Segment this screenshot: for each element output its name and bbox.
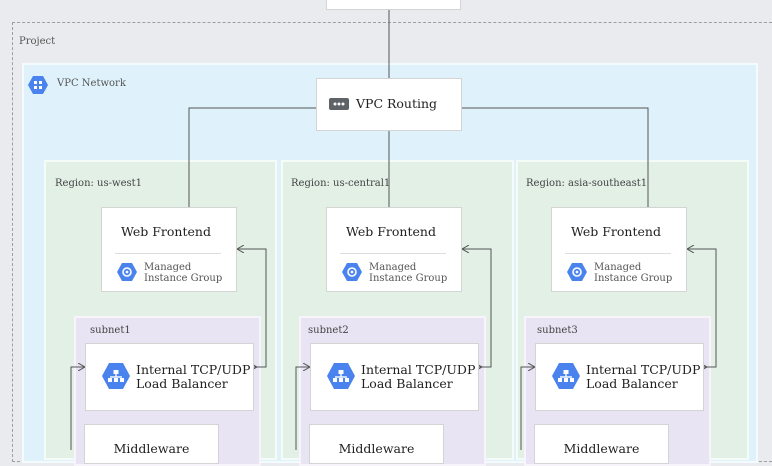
load-balancer-line1: Internal TCP/UDP	[361, 362, 476, 377]
region-label: Region: us-central1	[291, 178, 391, 189]
external-node	[326, 0, 461, 10]
instance-group-label: Managed Instance Group	[369, 262, 447, 284]
instance-group-line1: Managed	[369, 262, 417, 273]
separator	[115, 253, 221, 254]
instance-group-line2: Instance Group	[594, 273, 673, 284]
project-label: Project	[19, 36, 56, 47]
separator	[565, 253, 671, 254]
routing-link-west	[188, 107, 316, 207]
web-frontend-title: Web Frontend	[121, 224, 211, 239]
middleware-label: Middleware	[113, 441, 190, 456]
region-label: Region: asia-southeast1	[526, 178, 648, 189]
region-label: Region: us-west1	[55, 178, 142, 189]
mw-to-lb-west	[70, 367, 85, 450]
instance-group-label: Managed Instance Group	[594, 262, 672, 284]
instance-group-line2: Instance Group	[369, 273, 448, 284]
instance-group-label: Managed Instance Group	[144, 262, 222, 284]
subnet-label: subnet1	[90, 325, 131, 336]
load-balancer-line2: Load Balancer	[136, 376, 228, 391]
lb-to-frontend-central	[462, 249, 492, 368]
load-balancer-label: Internal TCP/UDP Load Balancer	[586, 363, 700, 391]
load-balancer-label: Internal TCP/UDP Load Balancer	[136, 363, 250, 391]
web-frontend-title: Web Frontend	[346, 224, 436, 239]
lb-to-frontend-asia	[687, 249, 717, 368]
subnet-label: subnet3	[537, 325, 578, 336]
load-balancer-line1: Internal TCP/UDP	[136, 362, 251, 377]
vpc-network-label: VPC Network	[57, 78, 126, 89]
instance-group-line1: Managed	[144, 262, 192, 273]
load-balancer-icon	[102, 363, 130, 389]
instance-group-line1: Managed	[594, 262, 642, 273]
instance-group-icon	[342, 263, 362, 281]
separator	[340, 253, 446, 254]
middleware-label: Middleware	[563, 441, 640, 456]
load-balancer-line2: Load Balancer	[361, 376, 453, 391]
vpc-network-icon	[28, 76, 48, 94]
load-balancer-icon	[327, 363, 355, 389]
instance-group-icon	[567, 263, 587, 281]
web-frontend-title: Web Frontend	[571, 224, 661, 239]
load-balancer-icon	[552, 363, 580, 389]
instance-group-line2: Instance Group	[144, 273, 223, 284]
load-balancer-line2: Load Balancer	[586, 376, 678, 391]
instance-group-icon	[117, 263, 137, 281]
load-balancer-label: Internal TCP/UDP Load Balancer	[361, 363, 475, 391]
mw-to-lb-central	[295, 367, 310, 450]
router-icon	[329, 98, 349, 110]
mw-to-lb-asia	[520, 367, 535, 450]
lb-to-frontend-west	[237, 249, 267, 368]
connector-lines	[70, 10, 717, 450]
vpc-routing-label: VPC Routing	[356, 96, 438, 111]
load-balancer-line1: Internal TCP/UDP	[586, 362, 701, 377]
subnet-label: subnet2	[308, 325, 349, 336]
middleware-label: Middleware	[338, 441, 415, 456]
routing-link-asia	[461, 107, 649, 207]
